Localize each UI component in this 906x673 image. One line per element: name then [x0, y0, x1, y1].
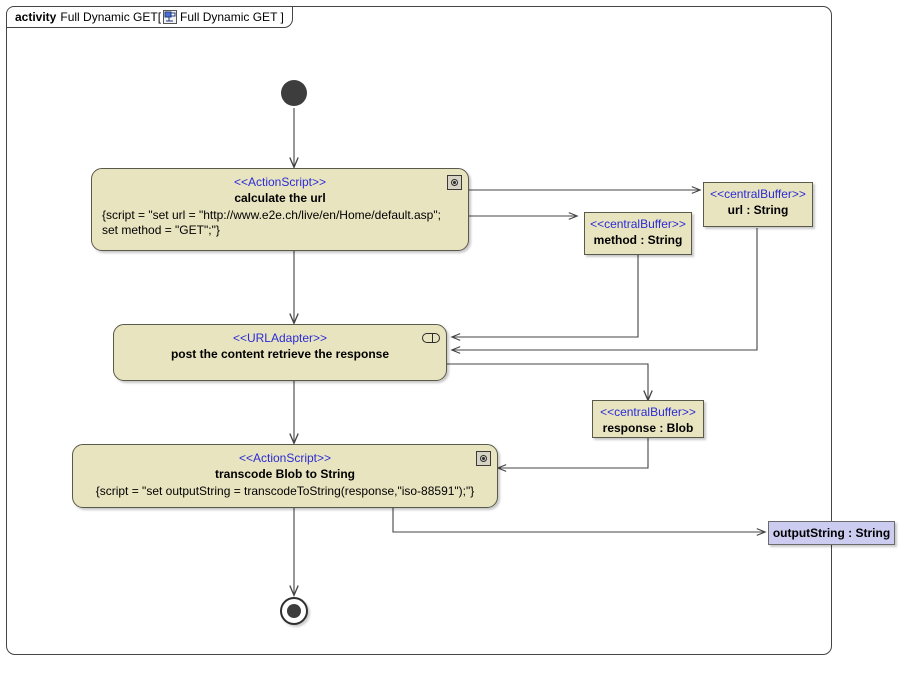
node-name-label: transcode Blob to String [214, 467, 355, 481]
script-icon [447, 175, 462, 190]
node-name-label: method : String [593, 233, 683, 247]
node-script-body: {script = "set url = "http://www.e2e.ch/… [102, 208, 441, 237]
node-name-label: post the content retrieve the response [170, 347, 390, 361]
central-buffer-method[interactable]: <<centralBuffer>> method : String [584, 212, 692, 255]
activity-diagram-icon [163, 10, 178, 24]
stereotype-label: <<centralBuffer>> [710, 187, 806, 201]
stereotype-label: <<centralBuffer>> [590, 217, 686, 231]
action-node-url-adapter[interactable]: <<URLAdapter>> post the content retrieve… [113, 324, 447, 381]
initial-node[interactable] [281, 80, 307, 106]
output-pin-label: outputString : String [772, 526, 891, 540]
node-name-label: url : String [727, 203, 789, 217]
action-node-calculate-the-url[interactable]: <<ActionScript>> calculate the url {scri… [91, 168, 469, 251]
activity-frame [6, 6, 832, 655]
stereotype-label: <<ActionScript>> [238, 451, 332, 465]
action-node-transcode[interactable]: <<ActionScript>> transcode Blob to Strin… [72, 444, 498, 508]
central-buffer-url[interactable]: <<centralBuffer>> url : String [703, 182, 813, 227]
frame-title-tab: activity Full Dynamic GET[ Full Dynamic … [6, 6, 293, 28]
adapter-pill-icon [422, 333, 440, 343]
script-icon [476, 451, 491, 466]
node-name-label: calculate the url [234, 191, 326, 205]
stereotype-label: <<URLAdapter>> [232, 331, 328, 345]
node-script-body: {script = "set outputString = transcodeT… [95, 484, 475, 498]
frame-title: Full Dynamic GET[ [60, 10, 162, 24]
output-pin-outputstring[interactable]: outputString : String [768, 521, 895, 545]
activity-final-node[interactable] [280, 597, 308, 625]
stereotype-label: <<ActionScript>> [233, 175, 327, 189]
stereotype-label: <<centralBuffer>> [600, 405, 696, 419]
frame-keyword: activity [15, 10, 57, 24]
frame-title-inner: Full Dynamic GET ] [180, 10, 284, 24]
central-buffer-response[interactable]: <<centralBuffer>> response : Blob [592, 400, 704, 438]
node-name-label: response : Blob [602, 421, 694, 435]
